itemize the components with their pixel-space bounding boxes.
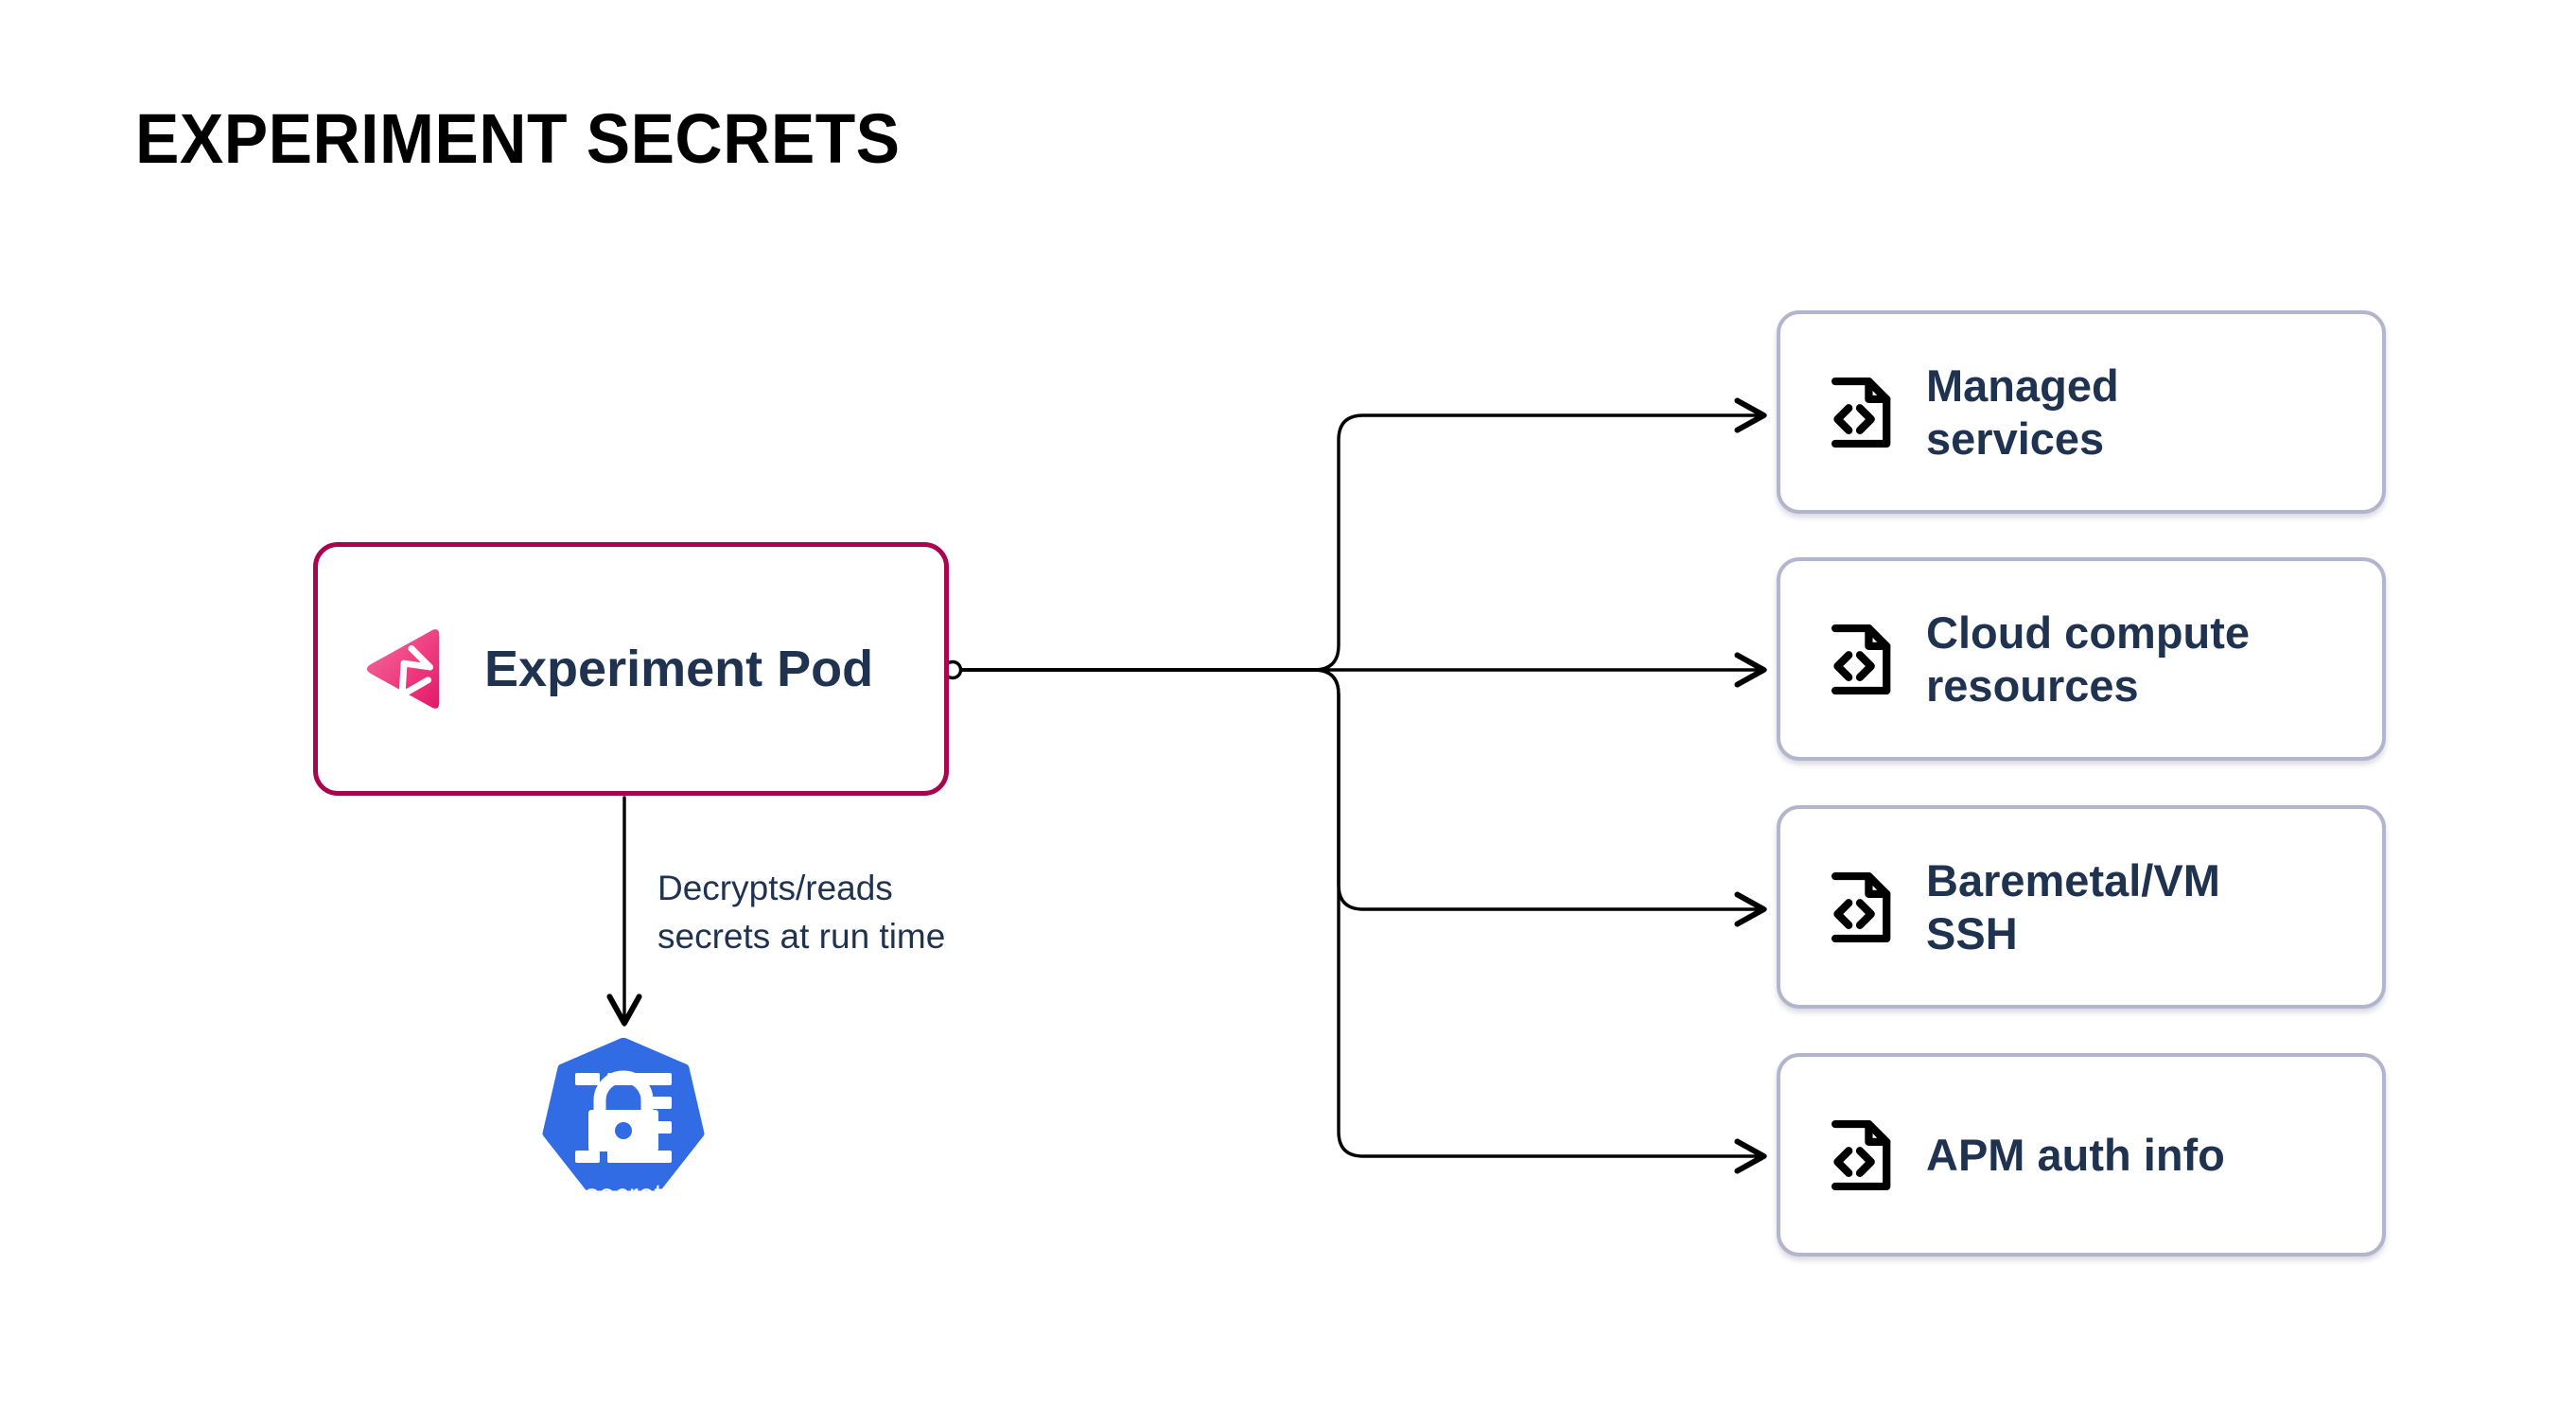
page-title: EXPERIMENT SECRETS [135,99,901,178]
resource-card-apm-auth-info[interactable]: APM auth info [1777,1053,2386,1257]
edge-pod-to-apm-auth-info [953,668,1767,1174]
file-code-icon [1831,624,1891,694]
experiment-pod-node[interactable]: Experiment Pod [313,542,949,796]
edge-label-line-2: secrets at run time [657,917,946,957]
edge-pod-to-baremetal-ssh [953,668,1767,927]
resource-card-label: Cloud compute resources [1926,606,2250,712]
resource-label-line-2: services [1926,413,2105,464]
resource-card-cloud-compute-resources[interactable]: Cloud compute resources [1777,557,2386,761]
resource-label-line-2: resources [1926,659,2139,711]
edge-label-line-1: Decrypts/reads [657,869,893,907]
kubernetes-secret-node[interactable]: secret [535,1038,711,1218]
resource-label-line-1: APM auth info [1926,1129,2225,1180]
edge-pod-to-managed-services [953,397,1767,672]
decrypts-reads-edge-label: Decrypts/reads secrets at run time [657,864,945,960]
experiment-pod-label: Experiment Pod [484,641,874,697]
resource-card-label: Baremetal/VM SSH [1926,854,2220,959]
file-code-icon [1831,377,1891,448]
resource-label-line-1: Baremetal/VM [1926,855,2220,906]
secret-label: secret [585,1179,662,1210]
kubernetes-secret-icon: secret [542,1038,705,1210]
resource-label-line-1: Managed [1926,360,2119,412]
resource-card-baremetal-vm-ssh[interactable]: Baremetal/VM SSH [1777,805,2386,1009]
resource-card-label: APM auth info [1926,1129,2225,1181]
resource-label-line-1: Cloud compute [1926,607,2251,659]
resource-card-label: Managed services [1926,360,2119,465]
chaos-play-triangle-logo-icon [366,629,440,709]
file-code-icon [1831,1119,1891,1190]
file-code-icon [1831,871,1891,942]
resource-card-managed-services[interactable]: Managed services [1777,310,2386,514]
resource-label-line-2: SSH [1926,907,2018,958]
